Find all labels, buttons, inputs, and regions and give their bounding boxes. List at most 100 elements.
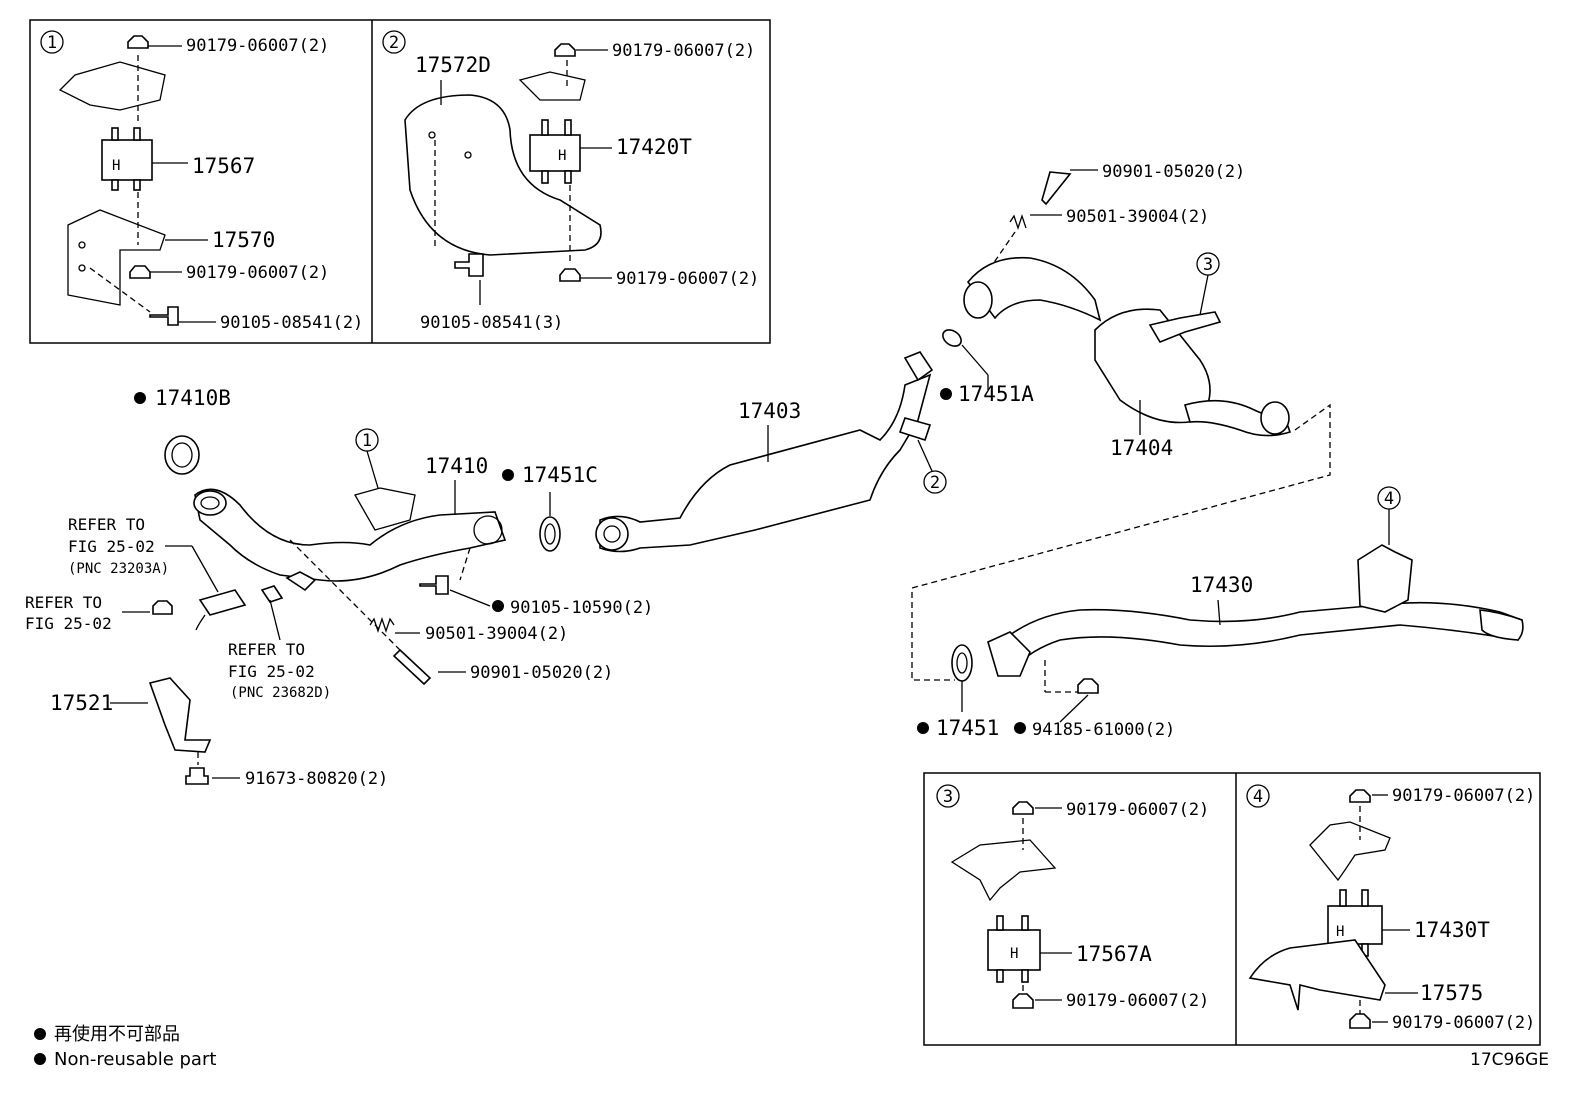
non-reusable-marker [34,1028,46,1040]
label-90901-05020: 90901-05020(2) [470,663,613,683]
gasket-icon [942,329,962,347]
legend-jp: 再使用不可部品 [54,1024,180,1045]
svg-text:H: H [1010,946,1018,962]
legend: 再使用不可部品 Non-reusable part [34,1024,216,1070]
label-17451: 17451 [936,716,999,740]
tail-pipe-icon [996,601,1523,670]
catalytic-converter-icon [599,373,932,553]
heat-insulator-icon [404,94,602,256]
label-17430T: 17430T [1414,918,1490,942]
non-reusable-marker [134,392,146,404]
spring-icon [369,616,395,634]
inset-2-number: 2 [389,33,399,53]
front-pipe-icon [194,488,507,582]
nut-icon [129,265,151,279]
front-pipe-assembly: 17410B 1 17410 90105-10590(2) 90501-3900… [25,386,653,789]
refer-1-line-3: (PNC 23203A) [68,561,169,577]
non-reusable-marker [34,1053,46,1065]
inset-box-1-2 [29,19,771,344]
refer-3-line-2: FIG 25-02 [228,662,315,681]
bracket-icon [58,61,166,111]
label-17404: 17404 [1110,436,1173,460]
inset-4-number: 4 [1253,787,1263,807]
nut-icon [559,268,581,282]
label-90179-06007: 90179-06007(2) [1066,800,1209,820]
label-17572D: 17572D [415,53,491,77]
bolt-icon [149,306,179,326]
label-90501-39004: 90501-39004(2) [1066,207,1209,227]
bolt-icon [1041,171,1072,206]
label-94185-61000: 94185-61000(2) [1032,720,1175,740]
label-17567: 17567 [192,154,255,178]
label-17575: 17575 [1420,981,1483,1005]
inset-box-3-4 [923,772,1541,1046]
inset-4: 4 90179-06007(2) H 17430T 17575 90179-06… [1246,784,1535,1033]
label-17521: 17521 [50,691,113,715]
refer-2-line-1: REFER TO [25,593,102,612]
callout-1: 1 [362,431,372,451]
label-90179-06007: 90179-06007(2) [1392,1013,1535,1033]
bolt-icon [454,253,484,277]
sensor-icon [198,589,247,616]
svg-text:H: H [112,158,120,174]
label-17430: 17430 [1190,573,1253,597]
bracket-icon [1309,821,1391,882]
rubber-mount-icon [1327,905,1383,945]
refer-3-line-1: REFER TO [228,640,305,659]
nut-icon [152,600,173,615]
flange-nut-icon [1012,801,1034,815]
gasket-icon [164,435,200,475]
tail-pipe-assembly: 4 17430 17451 94185-61000(2) [917,486,1524,740]
bolt-icon [419,575,449,595]
label-17567A: 17567A [1076,942,1152,966]
label-17451C: 17451C [522,463,598,487]
label-90105-10590: 90105-10590(2) [510,598,653,618]
label-17451A: 17451A [958,382,1034,406]
label-17410: 17410 [425,454,488,478]
legend-en: Non-reusable part [54,1049,216,1070]
label-90179-06007: 90179-06007(2) [186,36,329,56]
inset-1-number: 1 [47,33,57,53]
non-reusable-marker [492,600,504,612]
flange-nut-icon [1349,789,1371,803]
flange-nut-icon [1349,1013,1371,1029]
callout-4: 4 [1384,489,1394,509]
label-17410B: 17410B [155,386,231,410]
pipe-icon [966,256,1102,322]
label-17403: 17403 [738,399,801,423]
label-17420T: 17420T [616,135,692,159]
label-90105-08541: 90105-08541(2) [220,313,363,333]
refer-1-line-1: REFER TO [68,515,145,534]
rubber-mount-icon [101,139,153,181]
callout-2: 2 [930,473,940,493]
bolt-icon [185,767,209,785]
refer-3-line-3: (PNC 23682D) [230,685,331,701]
bracket-icon [950,839,1057,902]
non-reusable-marker [940,388,952,400]
nut-icon [1077,678,1099,694]
svg-text:H: H [558,148,566,164]
svg-text:H: H [1336,924,1344,940]
flange-nut-icon [127,35,149,49]
inset-3-number: 3 [943,787,953,807]
label-90179-06007: 90179-06007(2) [186,263,329,283]
label-90179-06007: 90179-06007(2) [612,41,755,61]
inset-2: 2 H 17572D 90179-06007(2) 17420T 90179-0… [382,30,759,333]
label-90901-05020: 90901-05020(2) [1102,162,1245,182]
lower-bracket-icon [67,209,166,306]
flange-nut-icon [1012,993,1034,1009]
callout-3: 3 [1203,255,1213,275]
refer-2-line-2: FIG 25-02 [25,614,112,633]
bolt-icon [392,648,432,686]
flange-nut-icon [554,43,576,57]
non-reusable-marker [917,722,929,734]
inset-1: 1 H 90179-06007(2) 17567 17570 90179-060… [40,30,363,333]
label-91673-80820: 91673-80820(2) [245,769,388,789]
label-90105-08541: 90105-08541(3) [420,313,563,333]
bracket-icon [148,677,212,753]
label-90179-06007: 90179-06007(2) [616,269,759,289]
label-90179-06007: 90179-06007(2) [1066,991,1209,1011]
label-17570: 17570 [212,228,275,252]
